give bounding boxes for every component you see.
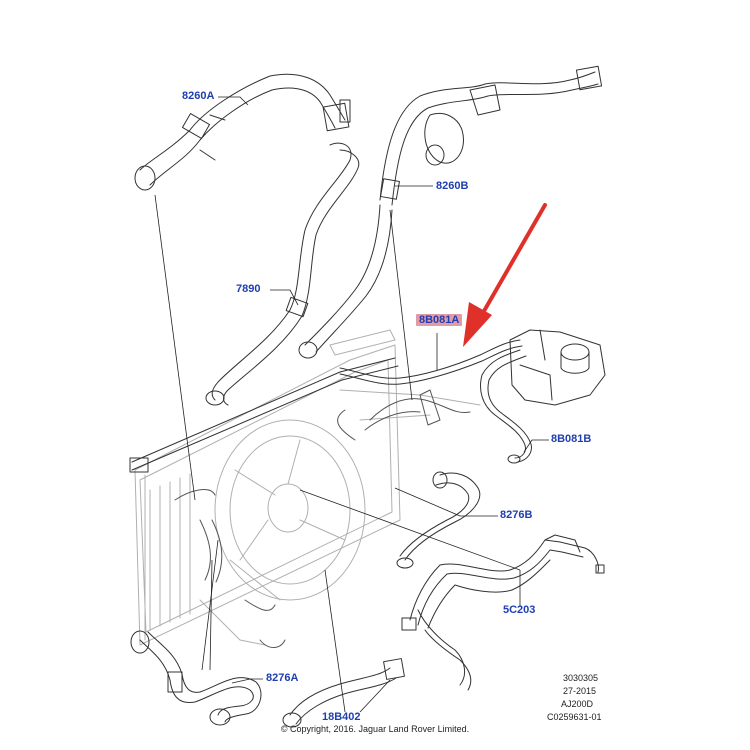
reference-line-2: 27-2015 bbox=[563, 686, 597, 696]
reference-line-3: AJ200D bbox=[561, 699, 594, 709]
callout-18B402: 18B402 bbox=[322, 711, 361, 723]
callout-8B081A: 8B081A bbox=[416, 314, 463, 326]
copyright-notice: © Copyright, 2016. Jaguar Land Rover Lim… bbox=[280, 724, 470, 734]
hose-18B402-drawing bbox=[282, 658, 405, 728]
hose-8276A-drawing bbox=[130, 630, 262, 726]
callout-8B081B: 8B081B bbox=[551, 433, 592, 445]
coolant-reservoir-drawing bbox=[509, 329, 606, 406]
hose-7890-drawing bbox=[205, 142, 360, 406]
callout-8276B: 8276B bbox=[500, 509, 533, 521]
red-pointer-arrow bbox=[463, 203, 547, 347]
hose-8276B-drawing bbox=[396, 471, 481, 569]
callout-5C203: 5C203 bbox=[503, 604, 536, 616]
hose-8260B-drawing bbox=[298, 65, 603, 359]
hose-5C203-drawing bbox=[401, 534, 605, 691]
reference-line-1: 3030305 bbox=[563, 673, 599, 683]
callout-8276A: 8276A bbox=[266, 672, 299, 684]
callout-7890: 7890 bbox=[236, 283, 261, 295]
callout-8260A: 8260A bbox=[182, 90, 215, 102]
hose-8B081A-drawing bbox=[339, 339, 523, 385]
callout-8260B: 8260B bbox=[436, 180, 469, 192]
hose-8B081B-drawing bbox=[480, 349, 532, 464]
upper-support-bar bbox=[129, 357, 399, 473]
leader-lines bbox=[154, 96, 549, 713]
lower-radiator-hoses bbox=[174, 489, 286, 648]
upper-engine-hoses bbox=[337, 389, 471, 441]
hose-8260A-drawing bbox=[134, 73, 351, 191]
reference-line-4: C0259631-01 bbox=[547, 712, 602, 722]
